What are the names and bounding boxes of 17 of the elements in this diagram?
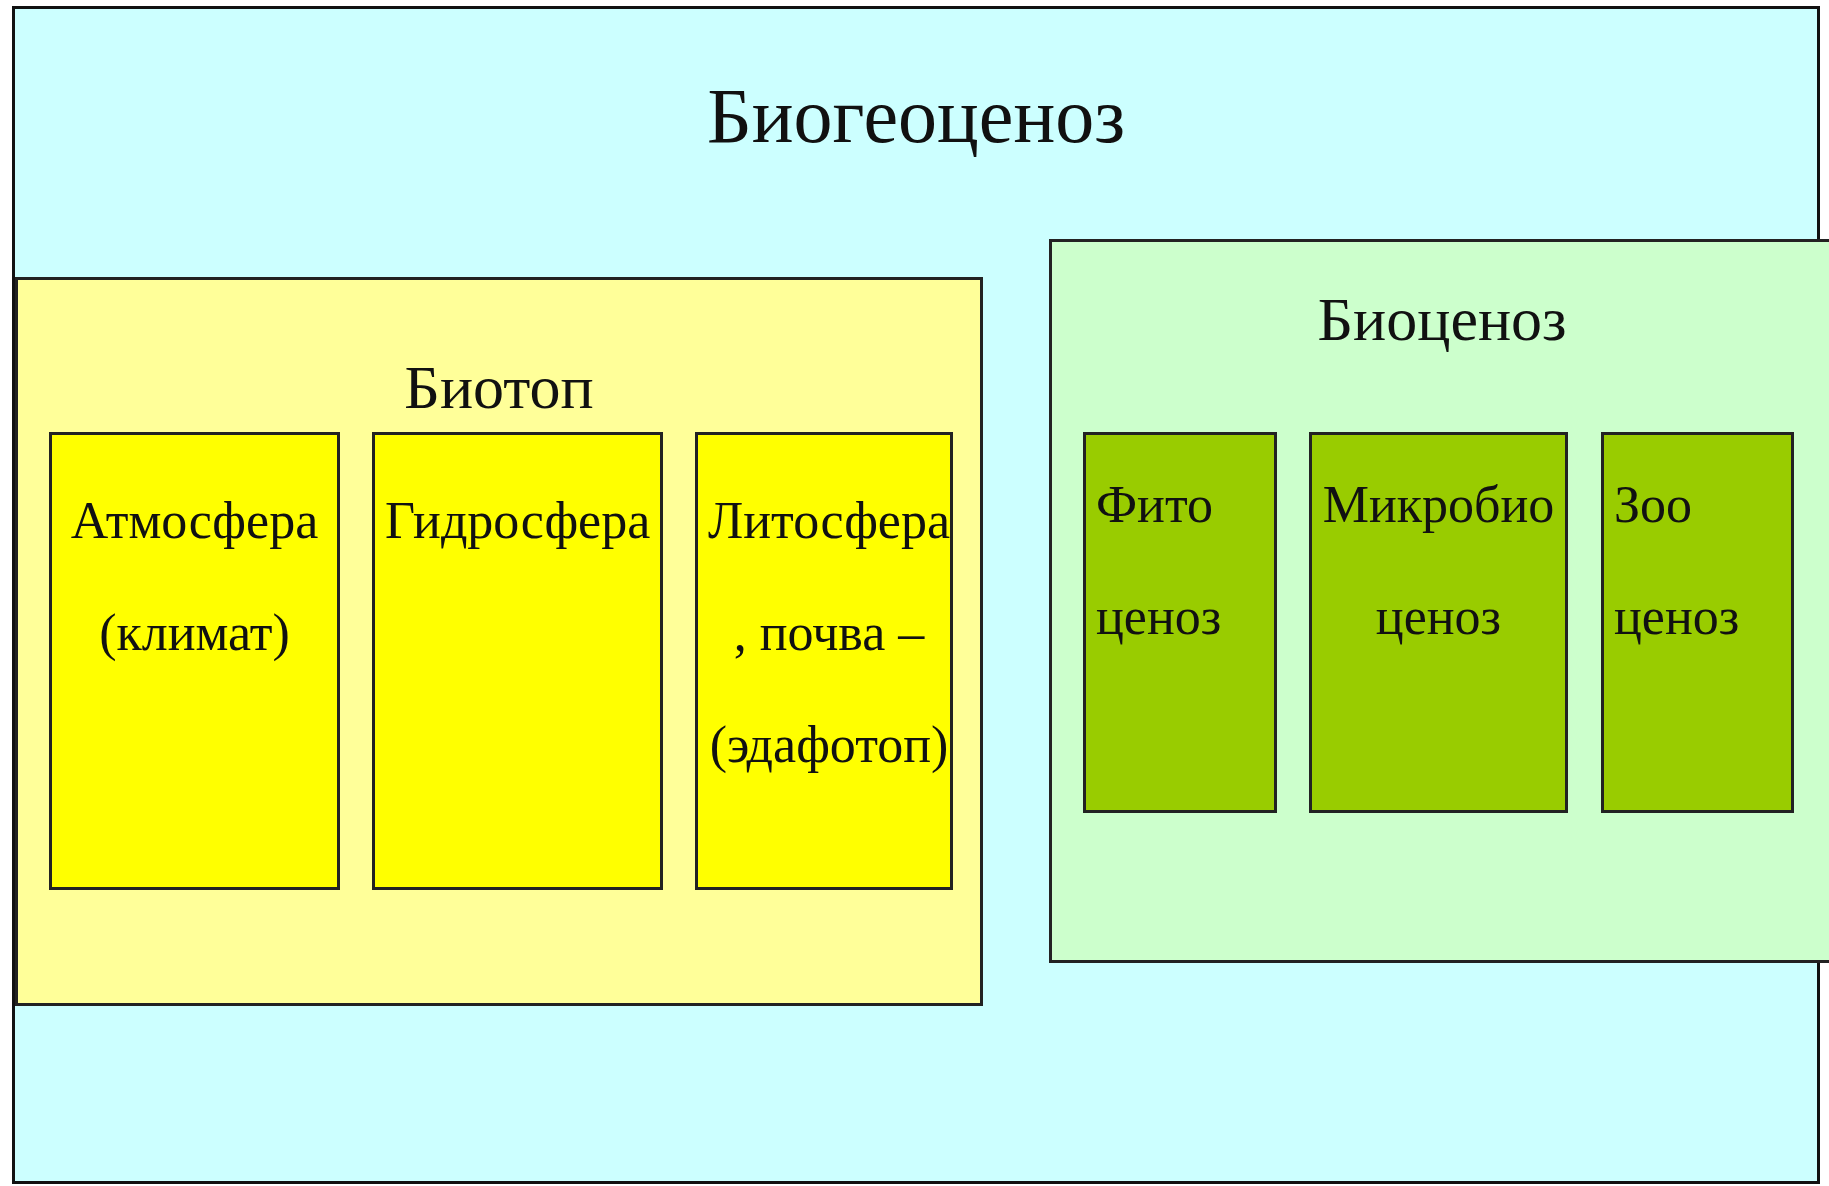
item-label: Атмосфера (климат) — [69, 491, 320, 663]
item-box — [695, 432, 953, 890]
group-panel — [1049, 239, 1829, 963]
item-box — [1083, 432, 1277, 813]
item-box — [49, 432, 340, 890]
heading: Биотоп — [404, 352, 594, 423]
item-box — [372, 432, 663, 890]
group-panel — [15, 277, 983, 1006]
item-box — [1601, 432, 1794, 813]
item-label: Литосфера , почва – (эдафотоп) — [708, 491, 950, 775]
heading: Биогеоценоз — [707, 71, 1125, 161]
item-label: Гидросфера — [385, 491, 651, 551]
item-box — [1309, 432, 1568, 813]
item-label: Микробио ценоз — [1322, 475, 1555, 647]
item-label: Зоо ценоз — [1614, 475, 1741, 647]
item-label: Фито ценоз — [1096, 475, 1223, 647]
heading: Биоценоз — [1317, 284, 1567, 355]
